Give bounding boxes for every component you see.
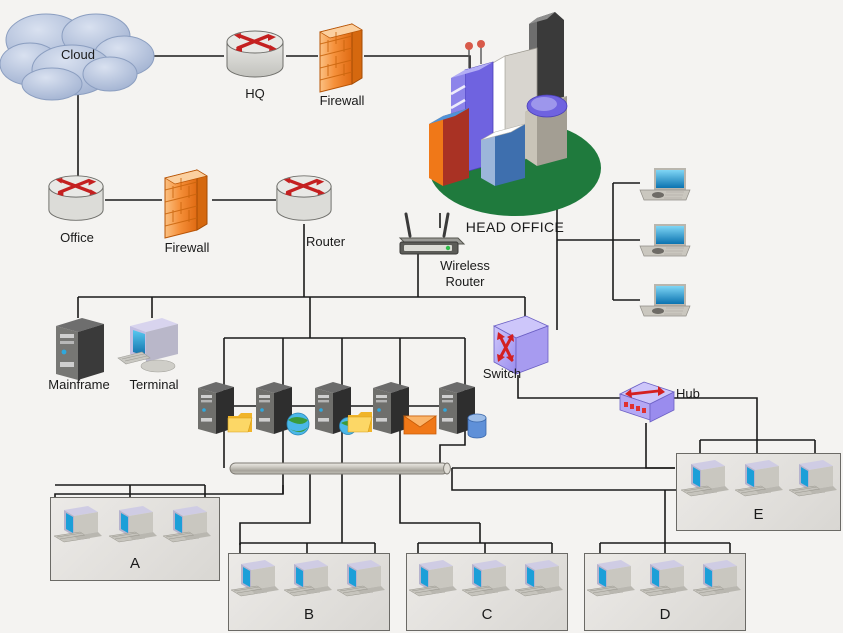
hq-router-label: HQ [245,86,265,101]
workstation-group-a-label: A [129,555,140,572]
wireless-router-label: Wireless Router [428,258,502,290]
folder-icon [227,413,253,433]
workstation-group-c-label: C [481,606,493,623]
workstation-group-c[interactable]: C [406,553,568,631]
laptop-1[interactable] [636,166,694,206]
firewall-middle-label: Firewall [164,240,210,255]
cloud-label: Cloud [61,47,95,62]
switch-node[interactable] [490,312,552,378]
link-hub-backbone [645,423,675,469]
firewall-top-node[interactable] [318,22,366,93]
mainframe-node[interactable] [52,316,108,382]
laptop-2[interactable] [636,222,694,262]
wireless-router-label-line2: Router [445,274,485,289]
firewall-top-label: Firewall [319,93,365,108]
workstation-group-e-label: E [753,506,764,523]
office-router-node[interactable] [46,172,106,228]
link-backbone-groupB [239,468,311,545]
database-icon [467,413,487,439]
link-backbone-groupC [399,468,480,524]
workstation-group-d[interactable]: D [584,553,746,631]
hq-router-node[interactable] [224,28,286,84]
office-router-label: Office [60,230,94,245]
terminal-node[interactable] [116,316,190,380]
link-hub-groupE [672,397,758,440]
workstation-group-a[interactable]: A [50,497,220,581]
server-row [196,382,496,442]
router-node[interactable] [274,172,334,228]
workstation-group-b[interactable]: B [228,553,390,631]
envelope-icon [402,415,438,435]
head-office-label: HEAD OFFICE [465,219,565,235]
link-switch-hub [517,375,620,399]
firewall-middle-node[interactable] [162,168,212,239]
workstation-group-d-label: D [659,606,671,623]
head-office-node[interactable] [425,8,610,218]
backbone-bus[interactable] [226,461,456,477]
wireless-router-node[interactable] [396,212,468,258]
laptop-3[interactable] [636,282,694,322]
mainframe-label: Mainframe [48,377,110,392]
wireless-router-label-line1: Wireless [440,258,490,273]
cloud-node[interactable] [0,8,160,103]
terminal-label: Terminal [129,377,179,392]
web-folder-icon [339,412,373,435]
hub-label: Hub [676,386,700,401]
router-label: Router [306,234,346,249]
switch-label: Switch [482,366,522,381]
globe-icon [286,412,310,436]
hub-node[interactable] [618,378,676,428]
workstation-group-b-label: B [303,606,314,623]
workstation-group-e[interactable]: E [676,453,841,531]
